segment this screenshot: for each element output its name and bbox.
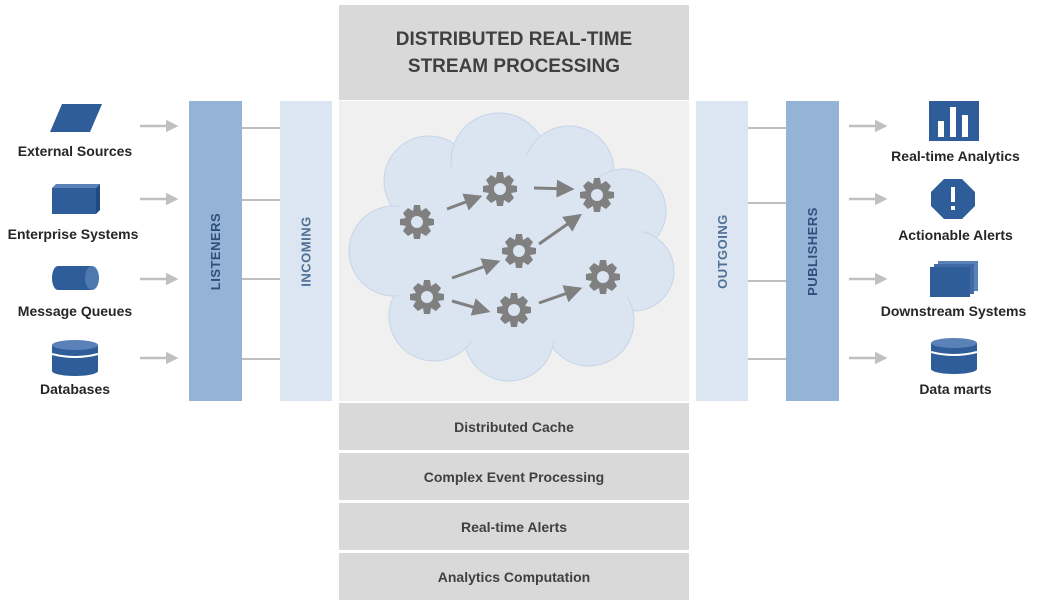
connector-line	[748, 202, 786, 204]
box-icon	[52, 184, 100, 214]
connector-line	[748, 127, 786, 129]
documents-icon	[930, 261, 978, 297]
module-real-time-alerts: Real-time Alerts	[339, 503, 689, 550]
outgoing-bar: OUTGOING	[696, 101, 748, 401]
output-label-alerts: Actionable Alerts	[898, 227, 1013, 243]
connector-line	[748, 280, 786, 282]
source-label-databases: Databases	[39, 381, 111, 397]
module-label: Complex Event Processing	[423, 468, 605, 485]
title-line-2: STREAM PROCESSING	[407, 55, 621, 77]
cylinder-horizontal-icon	[52, 266, 99, 290]
incoming-bar: INCOMING	[280, 101, 332, 401]
module-complex-event-processing: Complex Event Processing	[339, 453, 689, 500]
connector-line	[242, 199, 280, 201]
connector-line	[748, 358, 786, 360]
module-distributed-cache: Distributed Cache	[339, 403, 689, 450]
database-icon	[930, 338, 978, 374]
connector-line	[242, 358, 280, 360]
parallelogram-icon	[50, 104, 102, 132]
database-icon	[51, 340, 99, 376]
output-label-analytics: Real-time Analytics	[891, 148, 1020, 164]
diagram-title: DISTRIBUTED REAL-TIME STREAM PROCESSING	[384, 26, 644, 80]
listeners-bar: LISTENERS	[189, 101, 242, 401]
title-line-1: DISTRIBUTED REAL-TIME	[395, 28, 633, 50]
module-label: Distributed Cache	[454, 418, 574, 435]
title-box: DISTRIBUTED REAL-TIME STREAM PROCESSING	[339, 5, 689, 100]
source-label-external: External Sources	[17, 143, 133, 159]
module-analytics-computation: Analytics Computation	[339, 553, 689, 600]
module-label: Real-time Alerts	[460, 518, 568, 535]
module-label: Analytics Computation	[437, 568, 591, 585]
connector-line	[242, 127, 280, 129]
connector-line	[242, 278, 280, 280]
bar-chart-icon	[929, 101, 979, 141]
processing-cloud	[348, 112, 675, 382]
output-label-data-marts: Data marts	[919, 381, 992, 397]
source-label-message-queues: Message Queues	[17, 303, 133, 319]
output-label-downstream: Downstream Systems	[880, 303, 1027, 319]
source-label-enterprise: Enterprise Systems	[7, 226, 139, 242]
publishers-bar: PUBLISHERS	[786, 101, 839, 401]
alert-icon	[931, 179, 975, 219]
flow-arrows	[446, 179, 583, 316]
